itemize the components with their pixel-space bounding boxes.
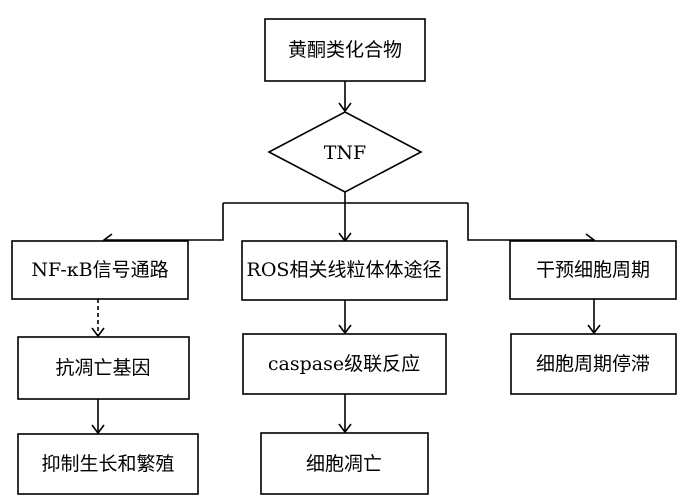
node-cell-cycle-arrest-label: 细胞周期停滞 (536, 353, 650, 375)
node-cell-cycle-intervention: 干预细胞周期 (509, 240, 677, 300)
arrowhead-tnf (338, 102, 352, 113)
edge-tnf-nfkb (104, 203, 224, 241)
node-apoptosis-label: 细胞凋亡 (306, 453, 382, 475)
node-inhibit-growth-label: 抑制生长和繁殖 (41, 453, 174, 475)
node-cell-cycle-arrest: 细胞周期停滞 (510, 333, 677, 395)
node-tnf-label: TNF (324, 142, 366, 164)
node-apoptosis: 细胞凋亡 (260, 432, 429, 495)
node-caspase-cascade-label: caspase级联反应 (268, 353, 420, 375)
node-anti-apoptosis-genes: 抗凋亡基因 (17, 336, 190, 400)
arrowhead-caspase (338, 324, 352, 335)
node-anti-apoptosis-genes-label: 抗凋亡基因 (55, 357, 150, 379)
node-nfkb-pathway: NF-κB信号通路 (11, 240, 189, 300)
node-caspase-cascade: caspase级联反应 (242, 333, 447, 395)
edges (91, 81, 601, 435)
arrowhead-arrest (587, 324, 601, 335)
node-ros-pathway-label: ROS相关线粒体体途径 (247, 259, 442, 281)
node-ros-pathway: ROS相关线粒体体途径 (241, 240, 448, 301)
node-flavonoids-label: 黄酮类化合物 (288, 39, 402, 61)
node-nfkb-pathway-label: NF-κB信号通路 (31, 259, 168, 281)
node-cell-cycle-intervention-label: 干预细胞周期 (536, 259, 650, 281)
arrowhead-antiapoptosis (91, 327, 105, 338)
node-tnf: TNF (267, 111, 423, 193)
edge-tnf-cellcycle (467, 203, 594, 241)
arrowhead-inhibit (91, 424, 105, 435)
node-inhibit-growth: 抑制生长和繁殖 (17, 433, 199, 495)
node-flavonoids: 黄酮类化合物 (264, 18, 426, 82)
arrowhead-apoptosis (338, 423, 352, 434)
